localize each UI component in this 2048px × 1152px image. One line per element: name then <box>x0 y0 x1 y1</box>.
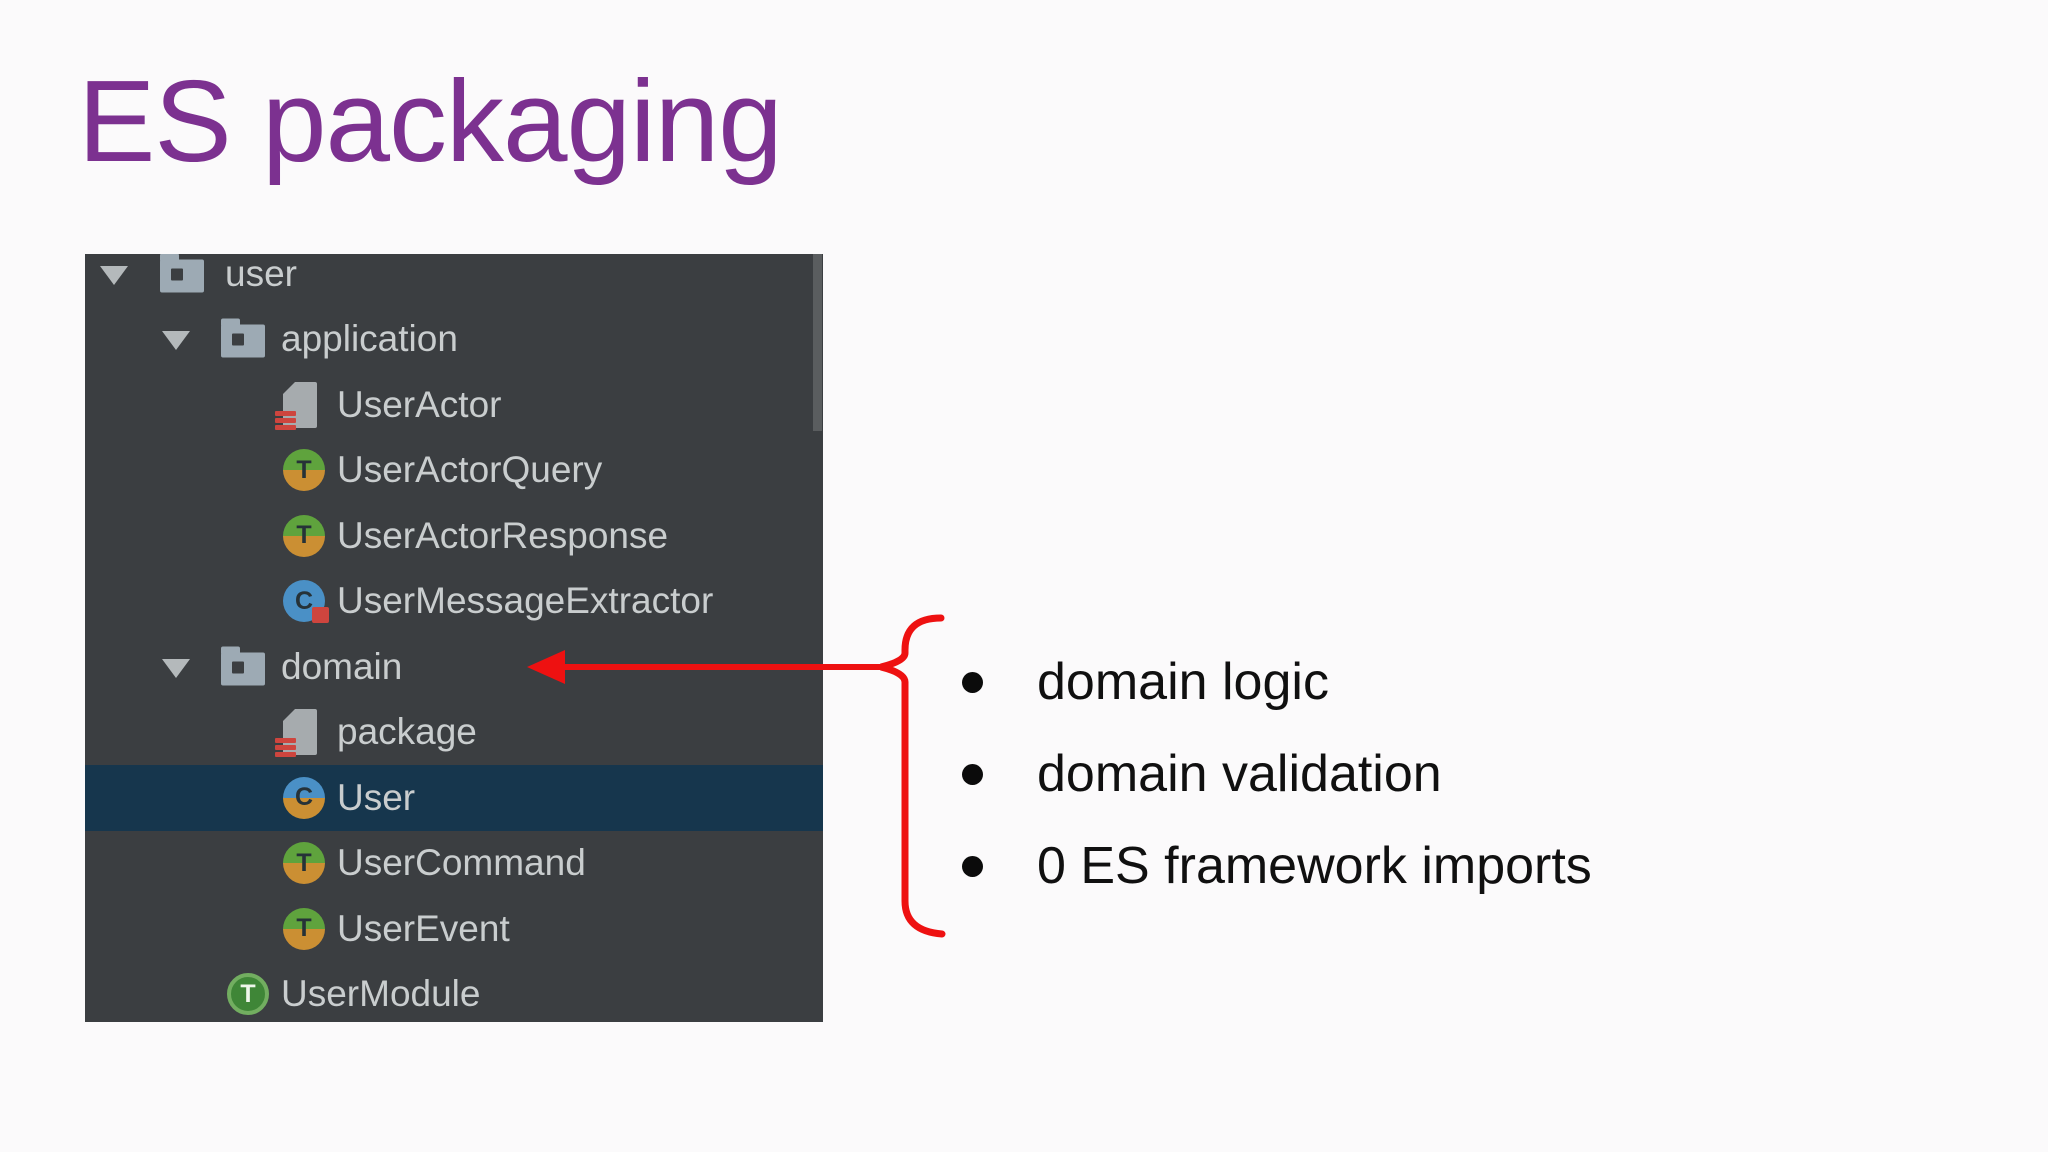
trait-object-icon: T <box>283 842 325 885</box>
tree-row-useractor[interactable]: UserActor <box>85 372 823 438</box>
trait-object-icon: T <box>283 449 325 492</box>
class-red-icon: C <box>283 580 329 624</box>
bullet-dot-icon <box>962 671 983 693</box>
trait-green-icon: T <box>227 973 269 1016</box>
tree-row-label: package <box>337 711 477 753</box>
tree-row-label: UserActorResponse <box>337 514 669 556</box>
tree-row-label: domain <box>281 645 403 687</box>
bullet-text: 0 ES framework imports <box>1037 837 1592 895</box>
scala-file-icon <box>275 381 317 428</box>
brace-shape <box>880 614 946 938</box>
tree-row-label: UserEvent <box>337 907 510 949</box>
tree-row-label: User <box>337 776 416 818</box>
tree-row-usercommand[interactable]: T UserCommand <box>85 831 823 897</box>
bullet-dot-icon <box>962 855 983 877</box>
tree-row-domain[interactable]: domain <box>85 634 823 700</box>
bullet-list: domain logic domain validation 0 ES framew… <box>962 636 1592 912</box>
tree-row-userevent[interactable]: T UserEvent <box>85 896 823 962</box>
class-object-icon: C <box>283 776 325 819</box>
tree-row-useractorquery[interactable]: T UserActorQuery <box>85 438 823 504</box>
chevron-down-icon[interactable] <box>100 265 128 285</box>
folder-icon <box>221 646 265 686</box>
bullet-dot-icon <box>962 763 983 785</box>
chevron-down-icon[interactable] <box>162 658 190 678</box>
tree-row-label: user <box>225 254 297 294</box>
tree-row-user[interactable]: user <box>85 254 823 307</box>
scala-file-icon <box>275 709 317 756</box>
bullet-item: 0 ES framework imports <box>962 820 1592 912</box>
tree-row-label: application <box>281 318 458 360</box>
bullet-text: domain logic <box>1037 653 1329 711</box>
trait-object-icon: T <box>283 514 325 557</box>
trait-object-icon: T <box>283 907 325 950</box>
bullet-item: domain validation <box>962 728 1592 820</box>
tree-row-usermodule[interactable]: T UserModule <box>85 962 823 1023</box>
tree-row-label: UserModule <box>281 973 481 1015</box>
tree-row-application[interactable]: application <box>85 307 823 373</box>
page-title: ES packaging <box>78 56 783 186</box>
tree-row-label: UserActorQuery <box>337 449 603 491</box>
tree-row-label: UserMessageExtractor <box>337 580 714 622</box>
tree-row-package[interactable]: package <box>85 700 823 766</box>
tree-row-user[interactable]: C User <box>85 765 823 831</box>
tree-row-useractorresponse[interactable]: T UserActorResponse <box>85 503 823 569</box>
chevron-down-icon[interactable] <box>162 331 190 351</box>
bullet-item: domain logic <box>962 636 1592 728</box>
folder-icon <box>221 318 265 358</box>
tree-row-label: UserActor <box>337 383 502 425</box>
scrollbar-thumb[interactable] <box>813 254 822 431</box>
tree-row-label: UserCommand <box>337 842 586 884</box>
folder-icon <box>160 254 204 293</box>
bullet-text: domain validation <box>1037 745 1442 803</box>
